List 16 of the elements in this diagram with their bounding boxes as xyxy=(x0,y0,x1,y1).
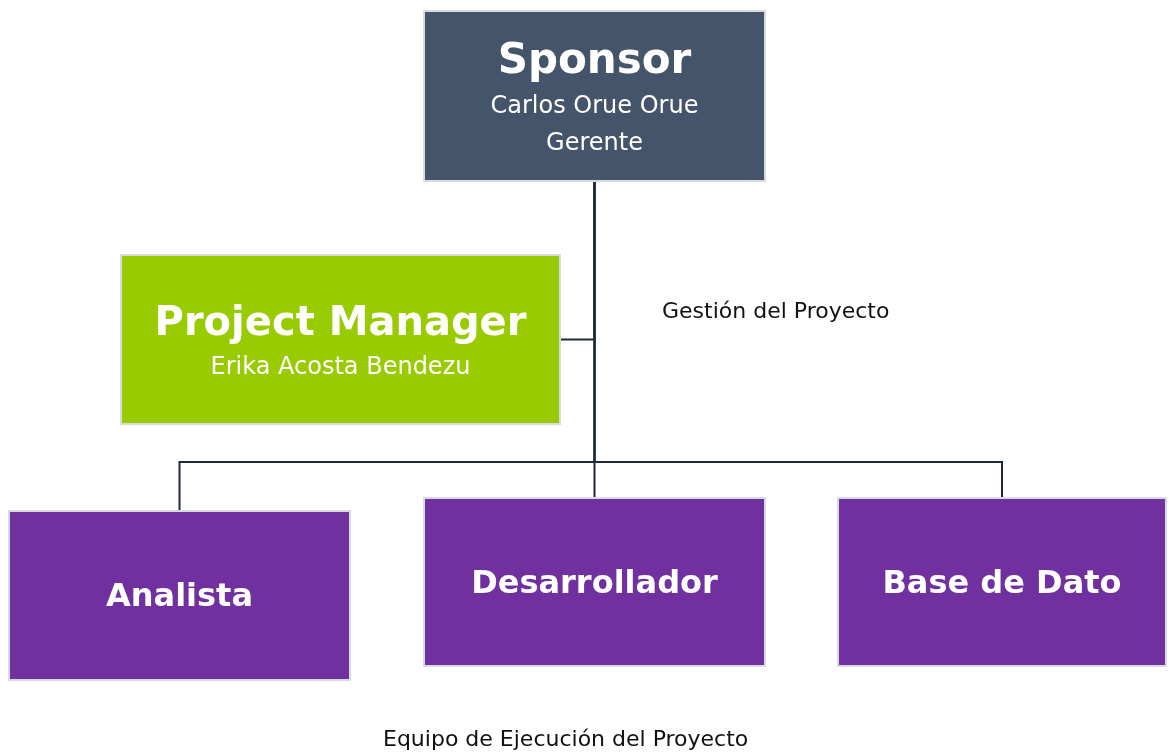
role-title: Sponsor xyxy=(497,33,692,84)
role-box xyxy=(837,497,1167,667)
role-title: Analista xyxy=(106,576,253,615)
connector-line xyxy=(593,181,1003,498)
role-box xyxy=(423,10,766,182)
role-title: Desarrollador xyxy=(471,562,718,602)
role-title: Project Manager xyxy=(154,296,527,345)
person-text: Gerente xyxy=(546,127,643,159)
role-box xyxy=(423,497,766,667)
person-text: Erika Acosta Bendezu xyxy=(210,350,471,382)
role-title: Base de Dato xyxy=(882,562,1122,602)
role-box xyxy=(8,510,351,681)
section-label: Equipo de Ejecución del Proyecto xyxy=(383,726,749,751)
section-label: Gestión del Proyecto xyxy=(662,298,890,323)
role-box xyxy=(120,254,561,425)
person-text: Carlos Orue Orue xyxy=(490,90,699,121)
